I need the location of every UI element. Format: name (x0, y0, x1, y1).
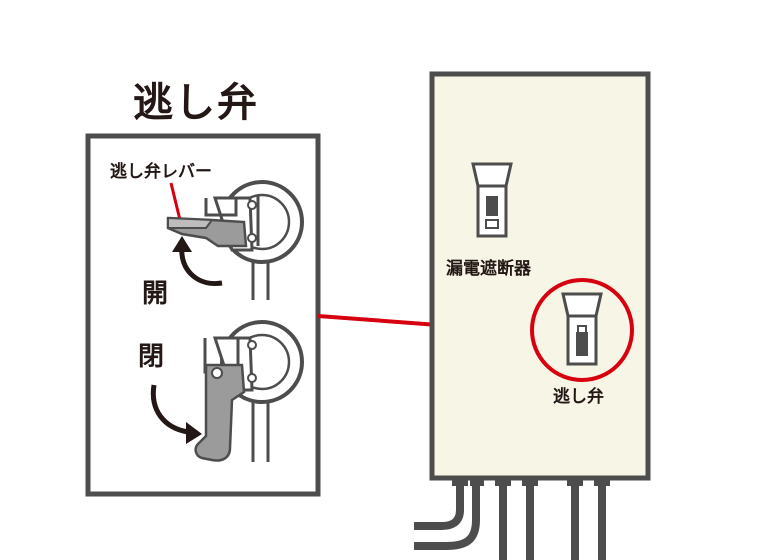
breaker-label: 漏電遮断器 (446, 258, 532, 279)
open-arrow-head-icon (172, 236, 192, 252)
valve-closed-illustration (194, 320, 304, 462)
close-arrow-head-icon (186, 422, 202, 444)
cable-glands (452, 476, 610, 486)
close-label: 閉 (138, 342, 164, 372)
relief-valve-switch-icon (561, 292, 603, 366)
open-arrow-icon (179, 247, 223, 287)
breaker-switch-icon (471, 162, 513, 238)
valve-highlight-circle-icon (530, 278, 634, 382)
valve-open-illustration (166, 180, 304, 300)
lever-pointer-line (169, 182, 182, 221)
detail-title: 逃し弁 (133, 80, 259, 126)
control-panel (429, 71, 651, 481)
panel-cables (414, 478, 606, 560)
open-label: 開 (142, 279, 168, 309)
lever-label: 逃し弁レバー (110, 161, 212, 182)
valve-label: 逃し弁 (553, 386, 604, 407)
close-arrow-icon (150, 384, 189, 435)
